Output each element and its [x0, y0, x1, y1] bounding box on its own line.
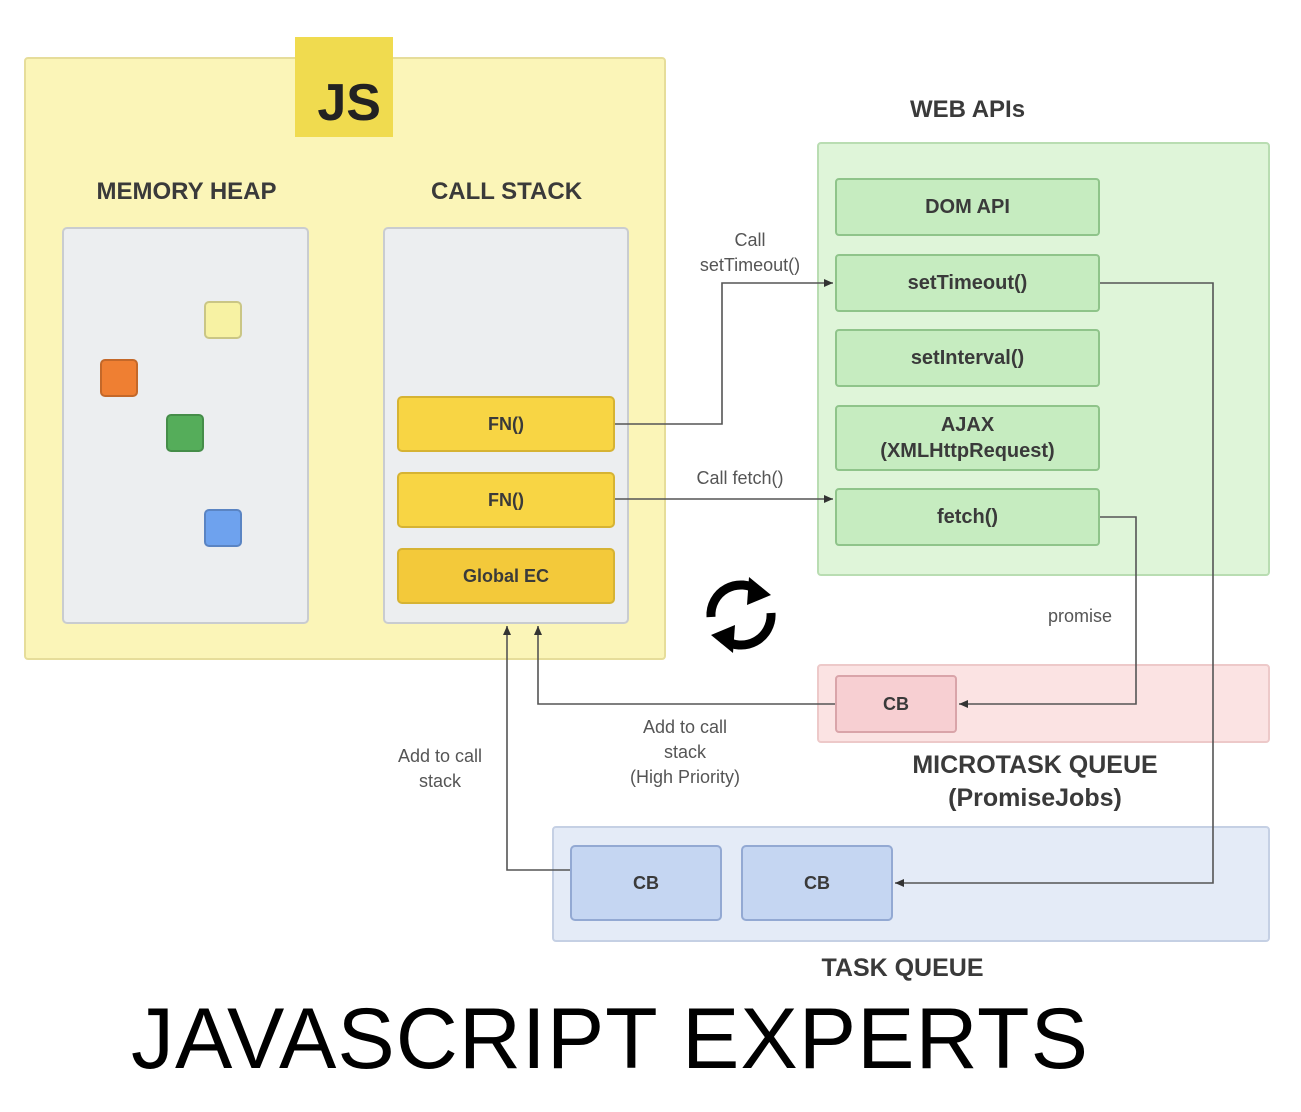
- microtask-callback: CB: [835, 675, 957, 733]
- label-call-settimeout: Call setTimeout(): [699, 230, 801, 275]
- call-stack-title: CALL STACK: [430, 178, 583, 205]
- settimeout-box: setTimeout(): [835, 254, 1100, 312]
- ajax-box: AJAX (XMLHttpRequest): [835, 405, 1100, 471]
- caption: JAVASCRIPT EXPERTS: [131, 991, 1089, 1087]
- task-queue-title: TASK QUEUE: [821, 954, 984, 982]
- stack-frame-fn-top: FN(): [397, 396, 615, 452]
- dom-api-box: DOM API: [835, 178, 1100, 236]
- event-loop-refresh-icon: [706, 577, 776, 653]
- microtask-queue-title: MICROTASK QUEUE (PromiseJobs): [912, 751, 1158, 812]
- arrow-microtask-to-call-stack: [534, 626, 835, 705]
- heap-object-orange: [100, 359, 138, 397]
- stack-frame-global-ec: Global EC: [397, 548, 615, 604]
- heap-object-green: [166, 414, 204, 452]
- stack-frame-fn: FN(): [397, 472, 615, 528]
- task-callback-second: CB: [741, 845, 893, 921]
- task-callback-first: CB: [570, 845, 722, 921]
- heap-object-yellow: [204, 301, 242, 339]
- label-add-high-priority: Add to call stack (High Priority): [629, 717, 740, 787]
- arrow-task-to-call-stack: [503, 626, 570, 871]
- arrow-fetch-promise-to-microtask: [959, 516, 1137, 708]
- js-logo-badge: JS: [295, 37, 393, 137]
- label-promise: promise: [1047, 606, 1113, 626]
- label-call-fetch: Call fetch(): [696, 468, 784, 488]
- arrow-settimeout-to-task-queue: [895, 282, 1214, 887]
- arrow-fn-to-settimeout: [615, 279, 833, 425]
- fetch-box: fetch(): [835, 488, 1100, 546]
- web-apis-title: WEB APIs: [909, 96, 1026, 123]
- memory-heap-title: MEMORY HEAP: [96, 178, 277, 205]
- label-add-to-stack: Add to call stack: [397, 746, 483, 791]
- setinterval-box: setInterval(): [835, 329, 1100, 387]
- heap-object-blue: [204, 509, 242, 547]
